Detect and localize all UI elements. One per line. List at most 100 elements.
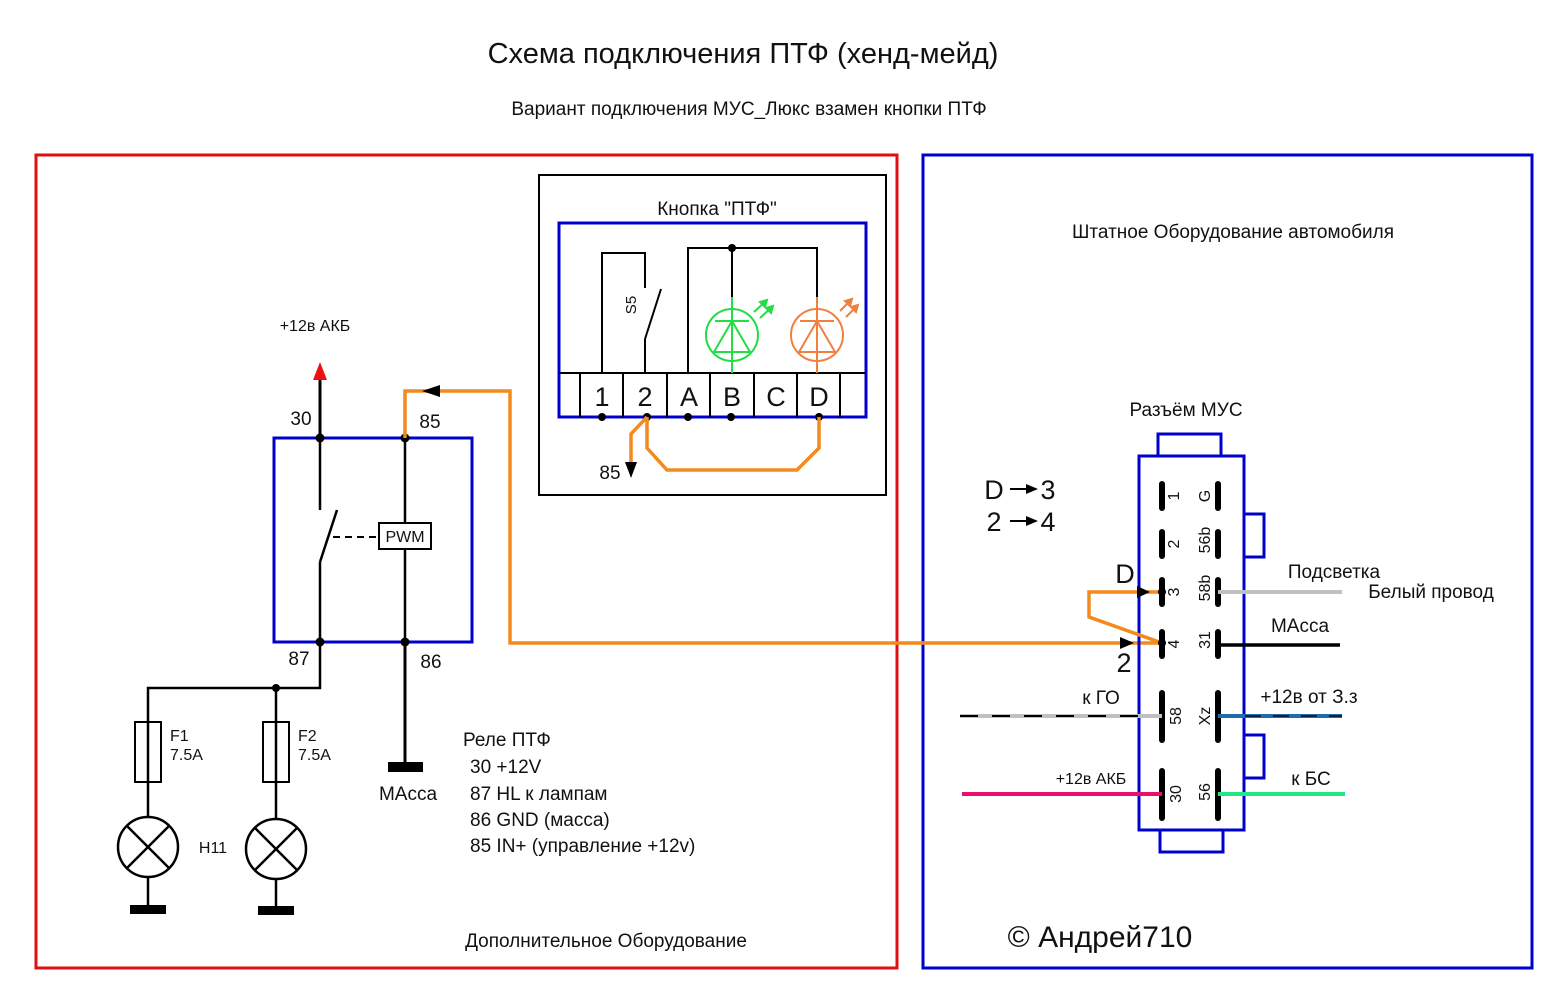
diagram-subtitle: Вариант подключения МУС_Люкс взамен кноп…	[511, 99, 986, 120]
pin-label: 1	[1166, 491, 1183, 500]
junction-dot	[727, 413, 735, 421]
mapping-to: 4	[1040, 507, 1055, 537]
pin-label: G	[1197, 490, 1214, 502]
relay: +12в АКБ 30 85 87 86 PWM МАсса	[272, 318, 474, 805]
pin-label: 2	[1166, 539, 1183, 548]
arrow-left-icon	[422, 385, 440, 397]
relay-legend: Реле ПТФ 30 +12V 87 HL к лампам 86 GND (…	[463, 730, 695, 857]
standard-equipment-caption: Штатное Оборудование автомобиля	[1072, 222, 1394, 243]
jumper-wire-3-4	[1087, 590, 1163, 645]
fuse-f2-name: F2	[298, 728, 317, 745]
white-wire-label: Белый провод	[1368, 582, 1494, 603]
lamp-type-label: H11	[199, 840, 227, 857]
fuse-f1-rating: 7.5A	[170, 747, 203, 764]
pin-label: Xz	[1197, 707, 1214, 726]
relay-pin-85: 85	[419, 412, 440, 433]
arrow-down-icon	[625, 462, 637, 478]
backlight-label: Подсветка	[1288, 562, 1381, 583]
junction-dot	[1158, 639, 1166, 647]
led-common-wire	[687, 247, 818, 373]
fuse-f2-rating: 7.5A	[298, 747, 331, 764]
standard-equipment-panel	[921, 153, 1534, 970]
button-title: Кнопка "ПТФ"	[657, 199, 777, 220]
arrow-right-icon	[1137, 586, 1150, 598]
relay-pin-87: 87	[288, 649, 309, 670]
pin-label: 31	[1197, 631, 1214, 649]
mapping-arrow-icon	[1026, 516, 1038, 526]
button-frame	[538, 174, 887, 496]
connector-latch-bottom	[1158, 828, 1225, 854]
control-out-wire	[629, 415, 649, 462]
ground-icon	[388, 762, 423, 772]
connector-latch-top	[1156, 432, 1223, 458]
additional-equipment-panel	[34, 153, 899, 970]
terminal-a: A	[680, 382, 698, 412]
junction-dot	[315, 433, 325, 443]
pin-label: 4	[1166, 639, 1183, 648]
switch-s5-icon	[644, 288, 662, 340]
battery-wire-label: +12в АКБ	[1056, 771, 1127, 788]
pin-mapping-note: D 3 2 4	[984, 475, 1055, 537]
arrow-right-icon	[1120, 637, 1134, 649]
relay-pin-30: 30	[290, 409, 311, 430]
pwm-label: PWM	[385, 529, 424, 546]
bs-label: к БС	[1291, 769, 1331, 790]
mapping-from: 2	[986, 507, 1001, 537]
connector-title: Разъём МУС	[1129, 400, 1242, 421]
relay-switch-icon	[318, 509, 339, 563]
relay-body	[272, 436, 474, 644]
ground-label-31: МАсса	[1271, 616, 1330, 637]
mapping-from: D	[984, 475, 1004, 505]
pin-label: 30	[1168, 785, 1185, 803]
jumper-wire-2-d	[645, 417, 821, 472]
orange-led-icon	[790, 297, 860, 373]
relay-legend-title: Реле ПТФ	[463, 730, 551, 751]
pin-label: 58	[1168, 707, 1185, 725]
relay-legend-line: 30 +12V	[470, 757, 542, 778]
ignition-label: +12в от З.з	[1260, 687, 1357, 708]
junction-dot	[598, 413, 606, 421]
junction-dot	[728, 244, 736, 252]
battery-label: +12в АКБ	[280, 318, 351, 335]
terminal-dividers	[579, 373, 841, 417]
ground-label: МАсса	[379, 784, 438, 805]
terminal-d: D	[809, 382, 829, 412]
pin-label: 58b	[1197, 575, 1214, 602]
connector-key	[1242, 733, 1266, 780]
pin-label: 56	[1197, 783, 1214, 801]
terminal-1: 1	[594, 382, 609, 412]
ptf-button: Кнопка "ПТФ" 1 2 A B C D S5	[538, 174, 887, 496]
green-led-icon	[705, 297, 775, 373]
switch-label: S5	[623, 296, 640, 314]
wire-in-label-d: D	[1115, 559, 1135, 589]
mapping-to: 3	[1040, 475, 1055, 505]
mapping-arrow-icon	[1026, 484, 1038, 494]
relay-legend-line: 85 IN+ (управление +12v)	[470, 836, 695, 857]
junction-dot	[684, 413, 692, 421]
connector-key	[1242, 512, 1266, 559]
pin-label: 56b	[1197, 527, 1214, 554]
battery-arrow-icon	[313, 362, 327, 380]
mus-connector: Разъём МУС 1 2 3 4 58 30 G 56b 58b 31 Xz…	[1129, 400, 1266, 854]
pin-label: 3	[1166, 587, 1183, 596]
terminal-c: C	[766, 382, 786, 412]
control-out-label: 85	[599, 463, 620, 484]
control-wire-85	[403, 389, 1162, 645]
junction-dot	[1158, 588, 1166, 596]
relay-legend-line: 86 GND (масса)	[470, 810, 610, 831]
lamp-circuit: F1 7.5A F2 7.5A H11	[116, 642, 331, 915]
junction-dot	[272, 684, 280, 692]
ground-icon	[258, 906, 294, 915]
button-body	[557, 221, 868, 419]
diagram-title: Схема подключения ПТФ (хенд-мейд)	[488, 38, 999, 70]
lamp-icon	[244, 817, 308, 881]
lamp-feed-wire	[146, 642, 322, 722]
lamp-icon	[116, 815, 180, 879]
relay-pin-86: 86	[420, 652, 441, 673]
terminal-b: B	[723, 382, 741, 412]
headlight-label: к ГО	[1082, 688, 1120, 709]
wire-in-label-2: 2	[1116, 648, 1131, 678]
additional-equipment-caption: Дополнительное Оборудование	[465, 931, 747, 952]
switch-wire	[601, 252, 646, 373]
